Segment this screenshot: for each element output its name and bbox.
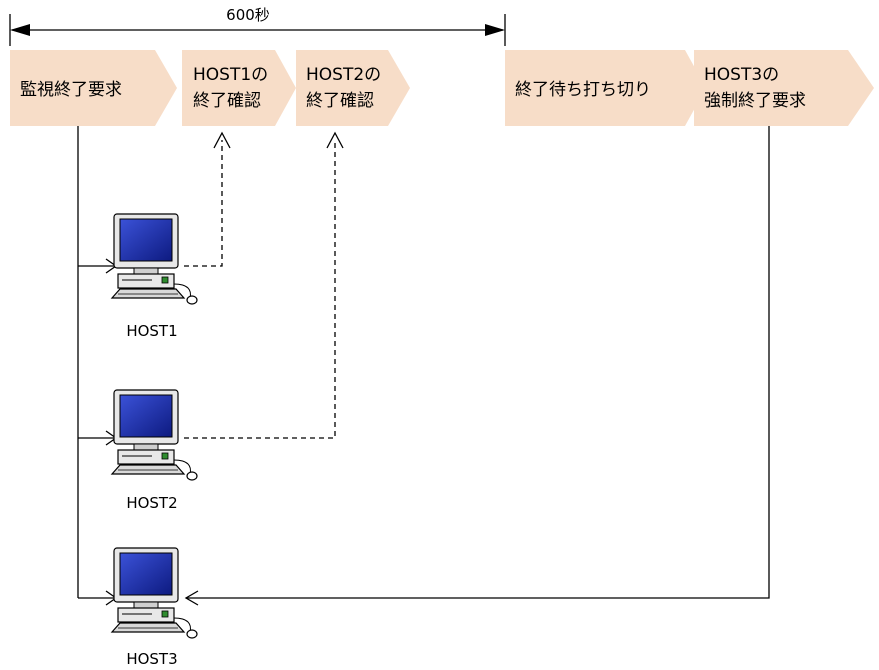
step-monitor-end-request: 監視終了要求	[10, 50, 177, 126]
step-label: HOST2の	[306, 65, 381, 85]
host3-computer	[111, 547, 198, 639]
host2-confirm-dashed-line	[184, 131, 344, 439]
step-label: 終了待ち打ち切り	[515, 80, 651, 100]
branch-to-host3	[78, 590, 118, 606]
host3-label: HOST3	[126, 650, 177, 668]
step-host2-end-confirm: HOST2の 終了確認	[296, 50, 410, 126]
step-shape	[694, 50, 874, 126]
step-label: 強制終了要求	[704, 91, 806, 111]
host2-label: HOST2	[126, 494, 177, 512]
host1-label: HOST1	[126, 322, 177, 340]
step-label: HOST1の	[193, 65, 268, 85]
duration-left-arrow	[10, 24, 30, 36]
step-shape	[10, 50, 177, 126]
step-label: HOST3の	[704, 65, 779, 85]
duration-right-arrow	[485, 24, 505, 36]
branch-to-host1	[78, 258, 118, 274]
host3-forced-end-line	[184, 126, 770, 606]
step-host3-forced-end-request: HOST3の 強制終了要求	[694, 50, 874, 126]
duration-bracket: 600秒	[9, 6, 506, 46]
host1-computer	[111, 213, 198, 305]
step-shape	[505, 50, 706, 126]
step-host1-end-confirm: HOST1の 終了確認	[182, 50, 296, 126]
step-end-wait-timeout: 終了待ち打ち切り	[505, 50, 706, 126]
host2-computer	[111, 389, 198, 481]
host1-confirm-dashed-line	[184, 131, 231, 267]
step-label: 終了確認	[306, 91, 374, 111]
step-shape	[296, 50, 410, 126]
step-shape	[182, 50, 296, 126]
step-label: 監視終了要求	[20, 80, 122, 100]
duration-label: 600秒	[226, 6, 270, 24]
branch-to-host2	[78, 430, 118, 446]
step-label: 終了確認	[193, 91, 261, 111]
